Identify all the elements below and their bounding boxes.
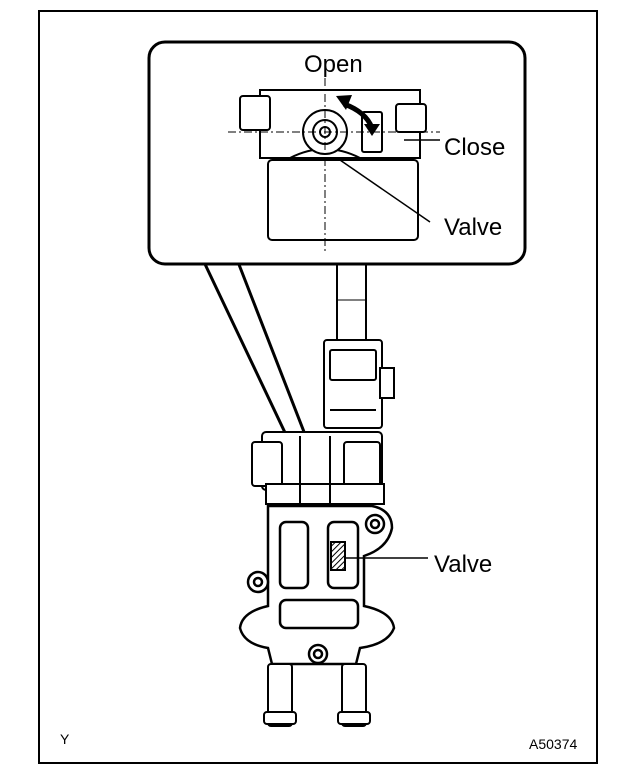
open-label: Open xyxy=(304,51,363,78)
mounting-flange xyxy=(238,504,396,666)
figure-code: Y xyxy=(60,731,70,747)
pipes xyxy=(263,663,371,727)
inset-valve-detail xyxy=(239,89,427,241)
figure-id: A50374 xyxy=(529,736,578,752)
hose xyxy=(336,262,367,341)
valve-body-upper xyxy=(251,431,385,505)
valve-element xyxy=(330,541,346,571)
connector xyxy=(323,339,395,429)
arrow-heads xyxy=(336,95,380,136)
valve-label: Valve xyxy=(434,551,493,578)
close-label: Close xyxy=(444,134,506,161)
inset-centerlines xyxy=(228,78,440,252)
inset-leaders xyxy=(339,139,440,223)
valve-detail-label: Valve xyxy=(444,214,503,241)
figure-frame xyxy=(38,10,598,764)
